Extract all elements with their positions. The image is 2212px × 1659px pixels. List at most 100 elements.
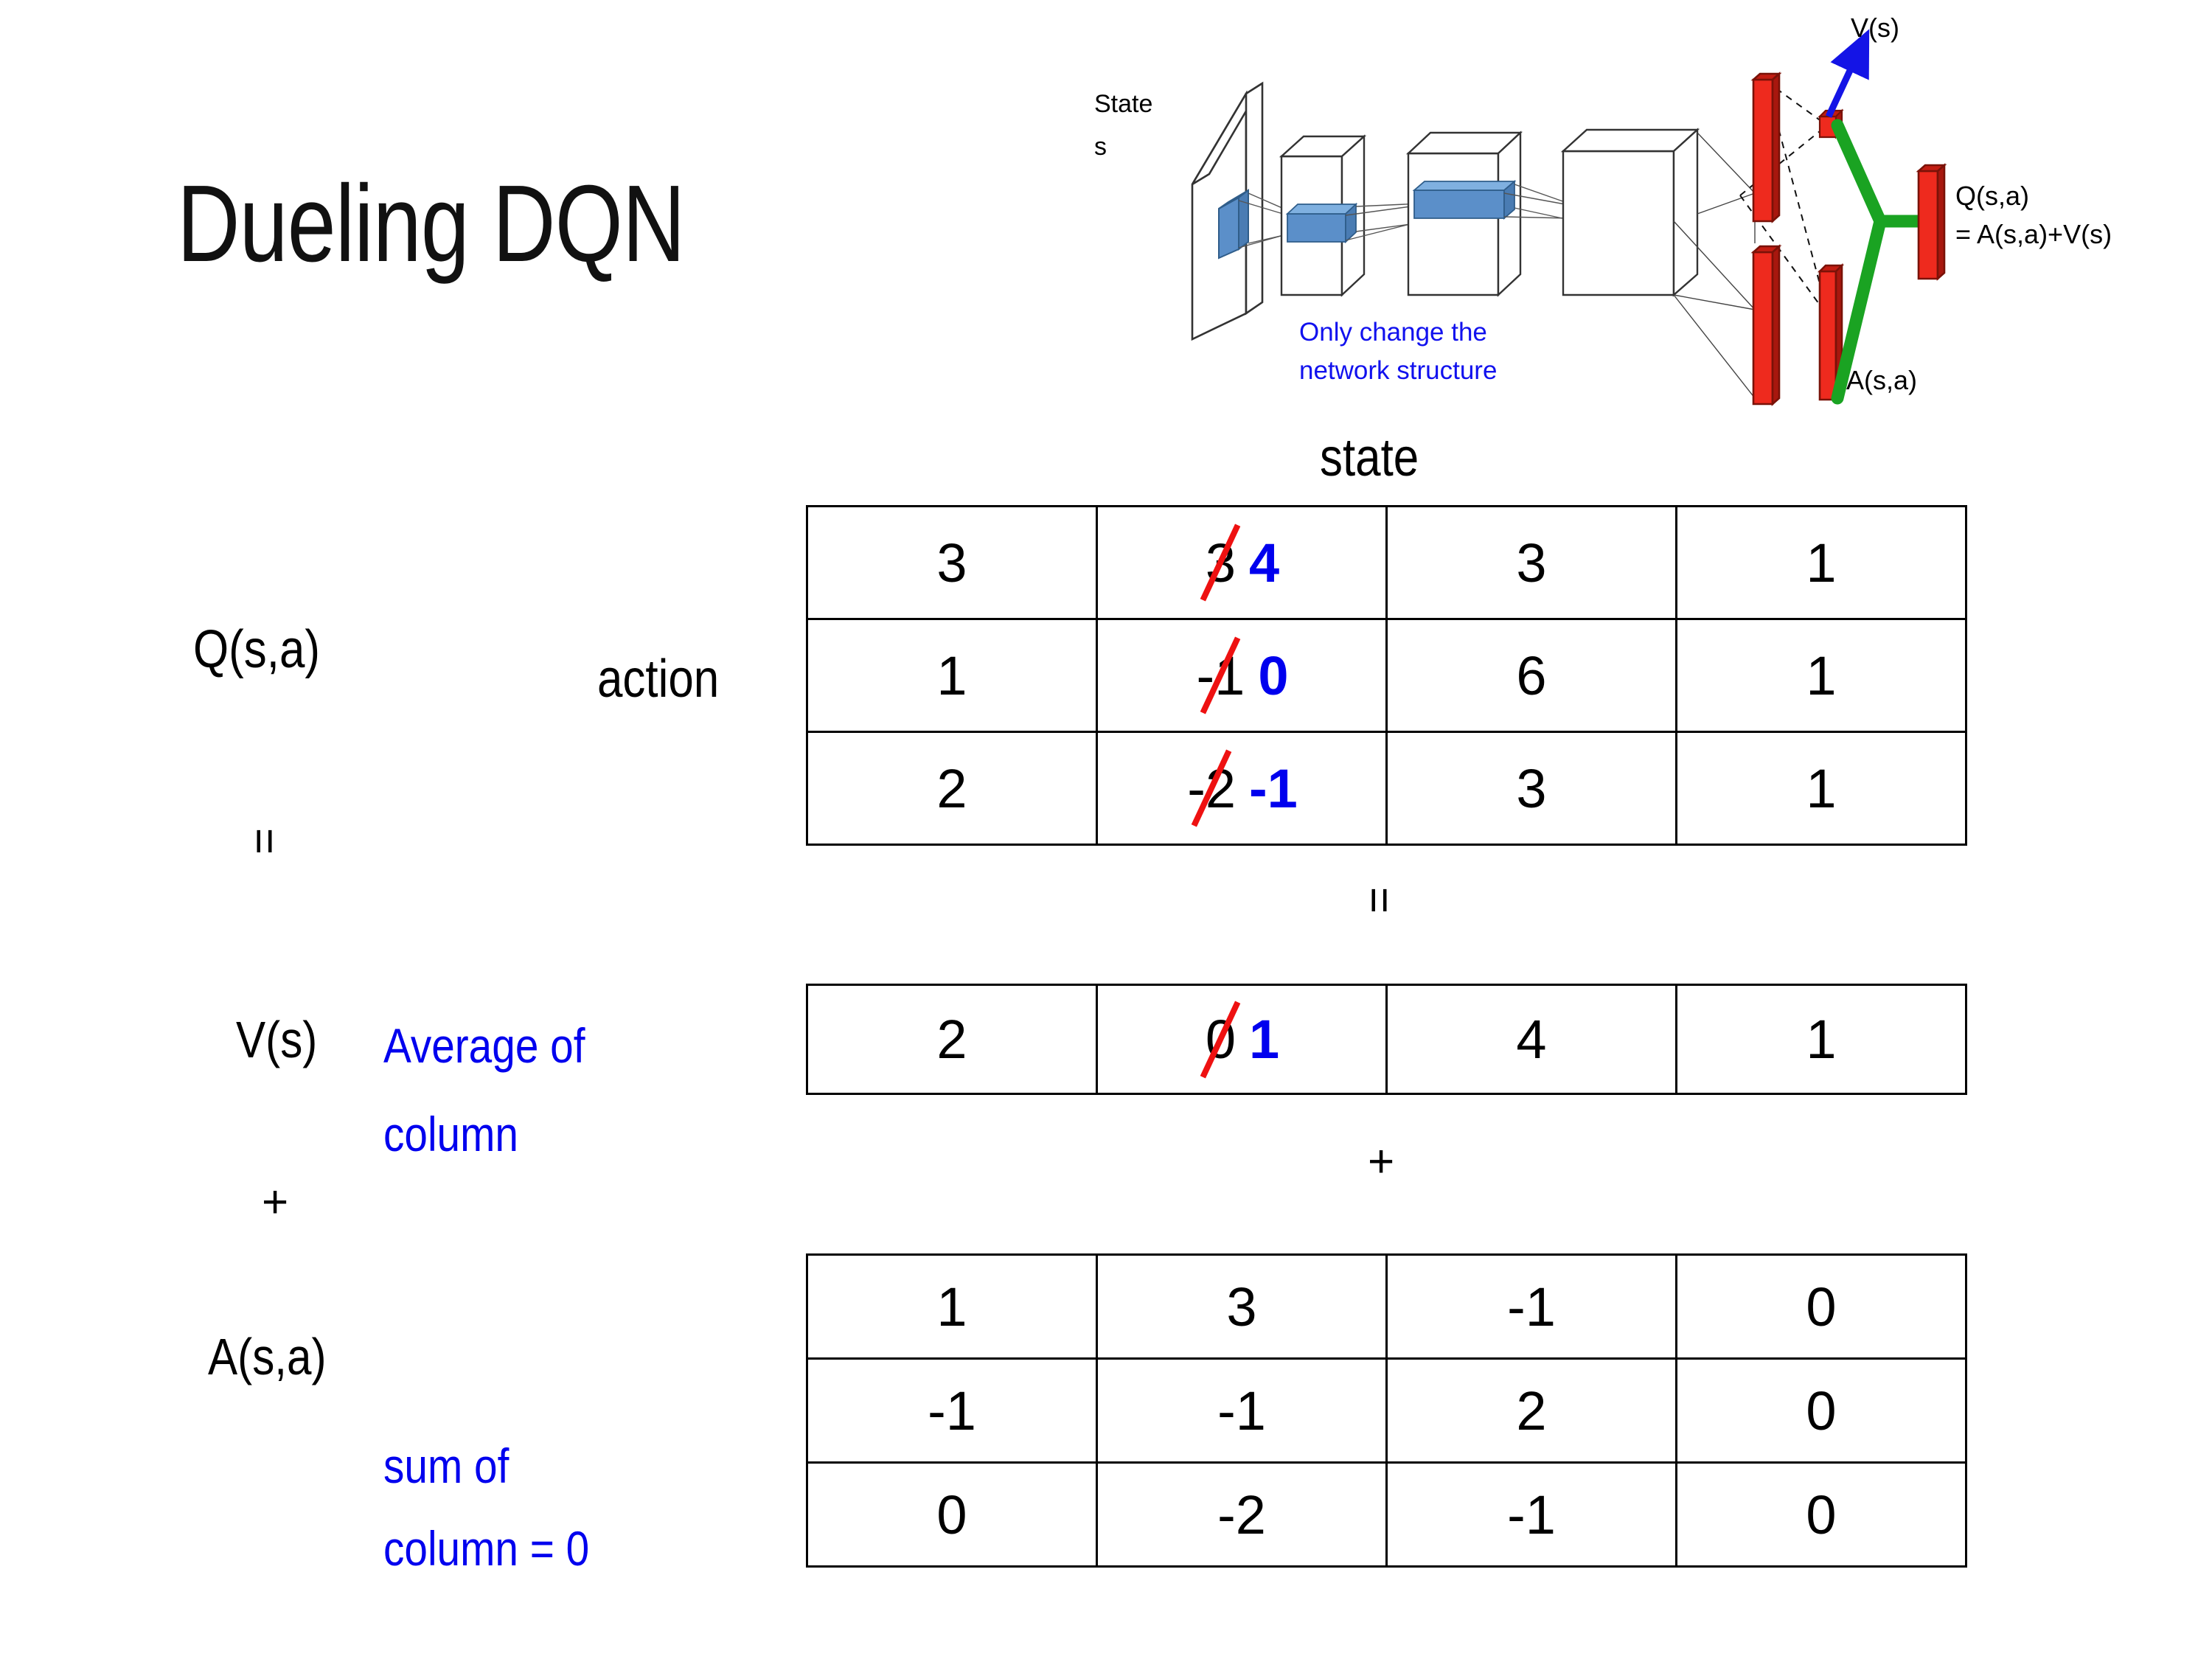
struck-value: -1 <box>1195 636 1247 714</box>
aggregation-link <box>1831 119 1931 405</box>
table-cell: 1 <box>1675 618 1967 733</box>
a-note-line1: sum of <box>383 1439 509 1493</box>
diagram-note-line1: Only change the <box>1299 318 1487 347</box>
dueling-network-diagram: State s Only change the network structur… <box>1091 0 2212 413</box>
cell-value: 3 <box>1516 757 1547 819</box>
struck-value: 3 <box>1200 524 1241 602</box>
plus-sign-between-tables: + <box>1368 1136 1395 1187</box>
cell-value: 3 <box>1226 1276 1257 1338</box>
table-cell: -1 <box>1096 1357 1388 1464</box>
table-row: 1 3 -1 0 <box>806 1253 1967 1360</box>
cell-value: 2 <box>1516 1380 1547 1441</box>
table-cell: -2-1 <box>1096 731 1388 846</box>
table-cell: 3 <box>806 505 1098 620</box>
table-cell: 0 <box>1675 1253 1967 1360</box>
table-cell: 6 <box>1385 618 1677 733</box>
diagram-q-label-line1: Q(s,a) <box>1955 181 2029 211</box>
cell-value: -1 <box>1507 1484 1556 1545</box>
equals-sign-q-decomposition: = <box>239 827 291 855</box>
table-row: 2 -2-1 3 1 <box>806 731 1967 846</box>
table-cell: 0 <box>1675 1461 1967 1568</box>
page-title: Dueling DQN <box>177 163 686 285</box>
table-cell: 3 <box>1385 731 1677 846</box>
revised-value: 0 <box>1258 644 1289 706</box>
cell-value: 2 <box>936 1009 967 1070</box>
strikethrough-mark <box>1191 749 1232 827</box>
v-note-line2: column <box>383 1107 518 1161</box>
q-table-label: Q(s,a) <box>193 620 321 679</box>
diagram-note-line2: network structure <box>1299 356 1497 385</box>
diagram-advantage-label: A(s,a) <box>1846 365 1917 395</box>
value-hidden-bar <box>1750 72 1782 223</box>
revised-value: 1 <box>1249 1009 1280 1070</box>
table-row: -1 -1 2 0 <box>806 1357 1967 1464</box>
a-table-label: A(s,a) <box>208 1328 327 1385</box>
cell-value: 1 <box>936 1276 967 1338</box>
cell-value: 1 <box>936 644 967 706</box>
strikethrough-mark <box>1200 636 1241 714</box>
cell-value: 0 <box>1806 1380 1837 1441</box>
table-cell: 1 <box>806 1253 1098 1360</box>
cell-value: 1 <box>1806 1009 1837 1070</box>
table-cell: 1 <box>1675 505 1967 620</box>
cell-value: 1 <box>1806 644 1837 706</box>
cell-value: 3 <box>1516 532 1547 594</box>
cell-value: -2 <box>1217 1484 1266 1545</box>
table-cell: 0 <box>1675 1357 1967 1464</box>
diagram-value-label: V(s) <box>1851 13 1899 43</box>
plus-sign-left: + <box>262 1177 289 1228</box>
v-table-label: V(s) <box>236 1011 318 1068</box>
table-cell: -1 <box>1385 1253 1677 1360</box>
action-axis-label: action <box>597 650 720 709</box>
table-cell: -2 <box>1096 1461 1388 1568</box>
v-note-line1: Average of <box>383 1018 585 1073</box>
cell-value: 0 <box>1806 1276 1837 1338</box>
table-cell: 2 <box>806 984 1098 1095</box>
revised-value: -1 <box>1249 757 1298 819</box>
cell-value: 1 <box>1806 532 1837 594</box>
table-cell: 1 <box>1675 984 1967 1095</box>
cell-value: -1 <box>1507 1276 1556 1338</box>
input-receptive-field <box>1218 188 1249 260</box>
diagram-q-label-line2: = A(s,a)+V(s) <box>1955 219 2112 249</box>
q-output-bar <box>1916 163 1947 281</box>
cell-value: 3 <box>936 532 967 594</box>
cell-value: 1 <box>1806 757 1837 819</box>
strikethrough-mark <box>1200 524 1241 602</box>
table-cell: 0 <box>806 1461 1098 1568</box>
conv-block-1-filter <box>1285 202 1358 244</box>
cell-value: 0 <box>936 1484 967 1545</box>
cell-value: 6 <box>1516 644 1547 706</box>
cell-value: 0 <box>1806 1484 1837 1545</box>
struck-value: 0 <box>1200 1001 1241 1078</box>
cell-value: 4 <box>1516 1009 1547 1070</box>
revised-value: 4 <box>1249 532 1280 594</box>
table-cell: 2 <box>1385 1357 1677 1464</box>
struck-value: -2 <box>1186 749 1237 827</box>
equals-sign-between-tables: = <box>1354 886 1405 914</box>
table-cell: -1 <box>1385 1461 1677 1568</box>
table-cell: 2 <box>806 731 1098 846</box>
cell-value: 2 <box>936 757 967 819</box>
conv-block-2-filter <box>1412 180 1517 220</box>
diagram-state-label-line2: s <box>1094 133 1107 161</box>
diagram-state-label-line1: State <box>1094 90 1152 118</box>
state-axis-label: state <box>1320 428 1419 487</box>
strikethrough-mark <box>1200 1001 1241 1078</box>
advantage-hidden-bar <box>1750 244 1782 406</box>
table-cell: -1 <box>806 1357 1098 1464</box>
table-row: 0 -2 -1 0 <box>806 1461 1967 1568</box>
table-cell: 4 <box>1385 984 1677 1095</box>
table-cell: 3 <box>1385 505 1677 620</box>
a-note-line2: column = 0 <box>383 1521 590 1576</box>
advantage-table: 1 3 -1 0 -1 -1 2 0 0 -2 -1 0 <box>806 1253 1967 1568</box>
cell-value: -1 <box>928 1380 976 1441</box>
